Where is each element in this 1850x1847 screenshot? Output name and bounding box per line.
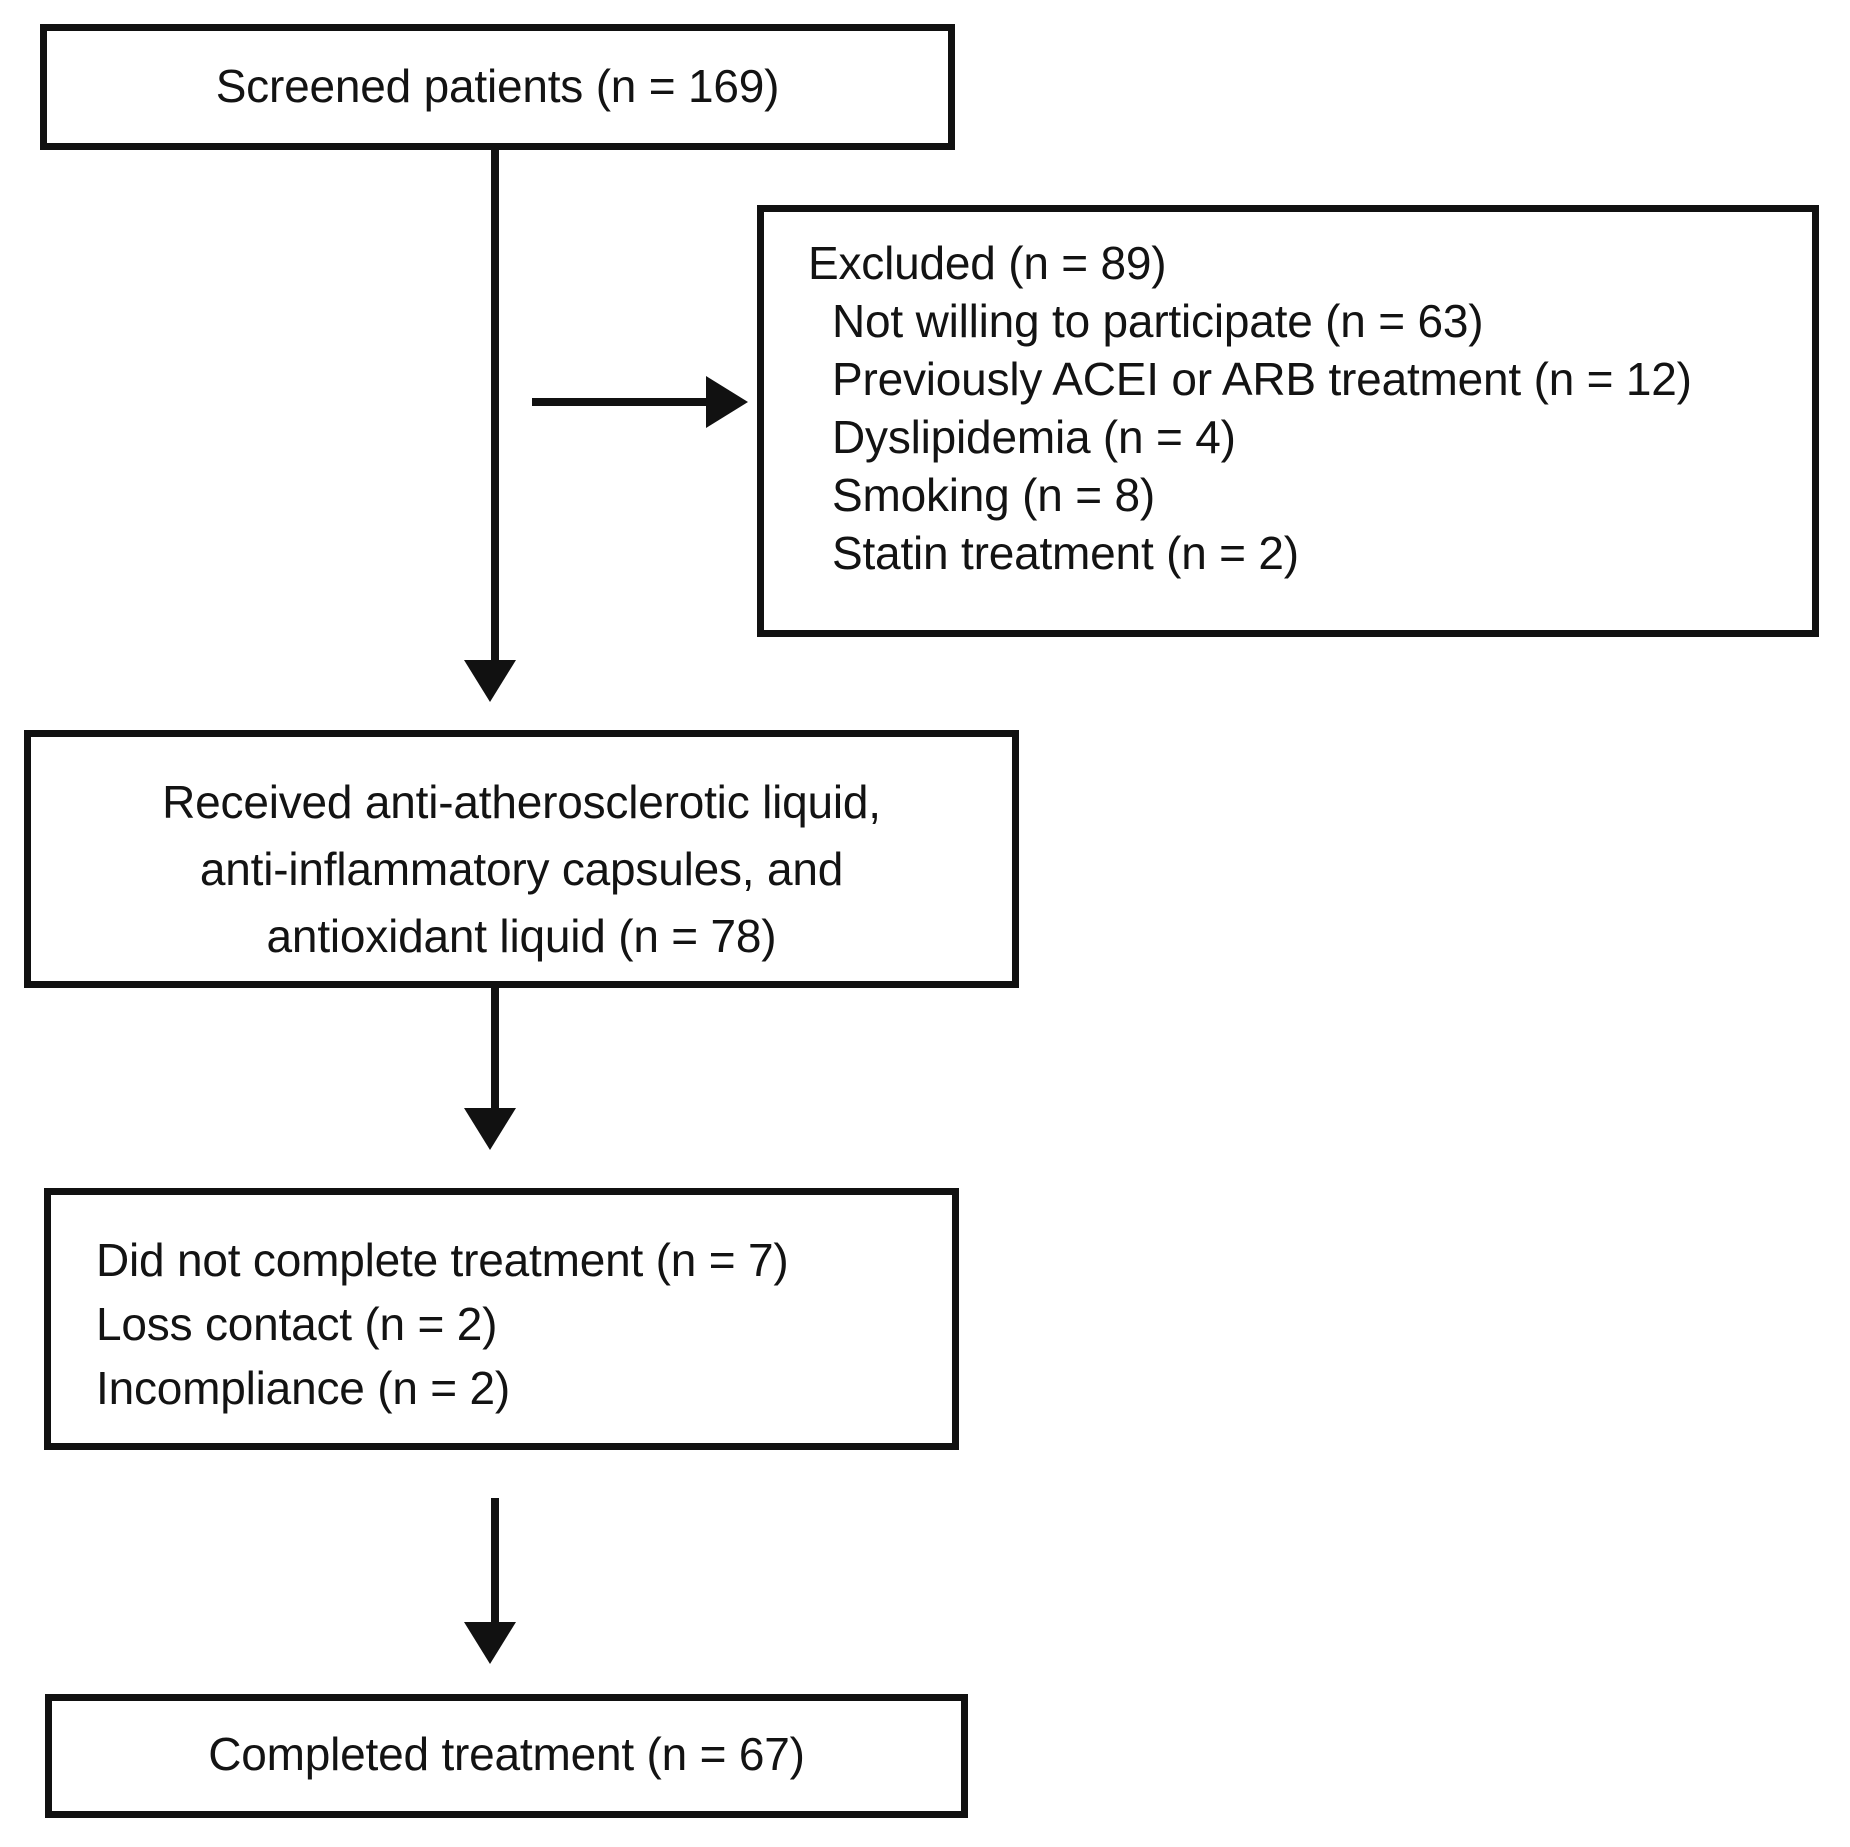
excluded-reason-smoking: Smoking (n = 8) xyxy=(832,469,1155,521)
node-did-not-complete: Did not complete treatment (n = 7) Loss … xyxy=(44,1188,959,1450)
received-lines: Received anti-atherosclerotic liquid, an… xyxy=(31,769,1012,970)
dropout-line-did-not-complete: Did not complete treatment (n = 7) xyxy=(96,1234,789,1286)
excluded-reason-previous-acei-arb: Previously ACEI or ARB treatment (n = 12… xyxy=(832,353,1692,405)
received-line-2: anti-inflammatory capsules, and xyxy=(199,843,844,895)
screened-patients-label: Screened patients (n = 169) xyxy=(215,60,780,112)
completed-treatment-label: Completed treatment (n = 67) xyxy=(208,1728,805,1780)
node-completed-treatment: Completed treatment (n = 67) xyxy=(45,1694,968,1818)
dropout-lines: Did not complete treatment (n = 7) Loss … xyxy=(96,1228,942,1420)
node-excluded: Excluded (n = 89) Not willing to partici… xyxy=(757,205,1819,637)
excluded-reason-dyslipidemia: Dyslipidemia (n = 4) xyxy=(832,411,1236,463)
connector-screened-to-excluded-line xyxy=(532,398,712,406)
excluded-heading: Excluded (n = 89) xyxy=(808,237,1167,289)
node-received-treatment: Received anti-atherosclerotic liquid, an… xyxy=(24,730,1019,988)
received-line-3: antioxidant liquid (n = 78) xyxy=(266,910,777,962)
excluded-reason-statin: Statin treatment (n = 2) xyxy=(832,527,1299,579)
node-screened-patients: Screened patients (n = 169) xyxy=(40,24,955,150)
connector-received-to-dropout-line xyxy=(491,988,499,1112)
dropout-line-incompliance: Incompliance (n = 2) xyxy=(96,1362,511,1414)
excluded-lines: Excluded (n = 89) Not willing to partici… xyxy=(808,234,1802,582)
connector-dropout-to-completed-arrowhead xyxy=(464,1622,516,1664)
connector-dropout-to-completed-line xyxy=(491,1498,499,1626)
connector-screened-to-received-line xyxy=(491,150,499,670)
dropout-line-loss-contact: Loss contact (n = 2) xyxy=(96,1298,498,1350)
connector-screened-to-received-arrowhead xyxy=(464,660,516,702)
connector-received-to-dropout-arrowhead xyxy=(464,1108,516,1150)
received-line-1: Received anti-atherosclerotic liquid, xyxy=(162,776,881,828)
excluded-reason-not-willing: Not willing to participate (n = 63) xyxy=(832,295,1484,347)
connector-screened-to-excluded-arrowhead xyxy=(706,376,748,428)
